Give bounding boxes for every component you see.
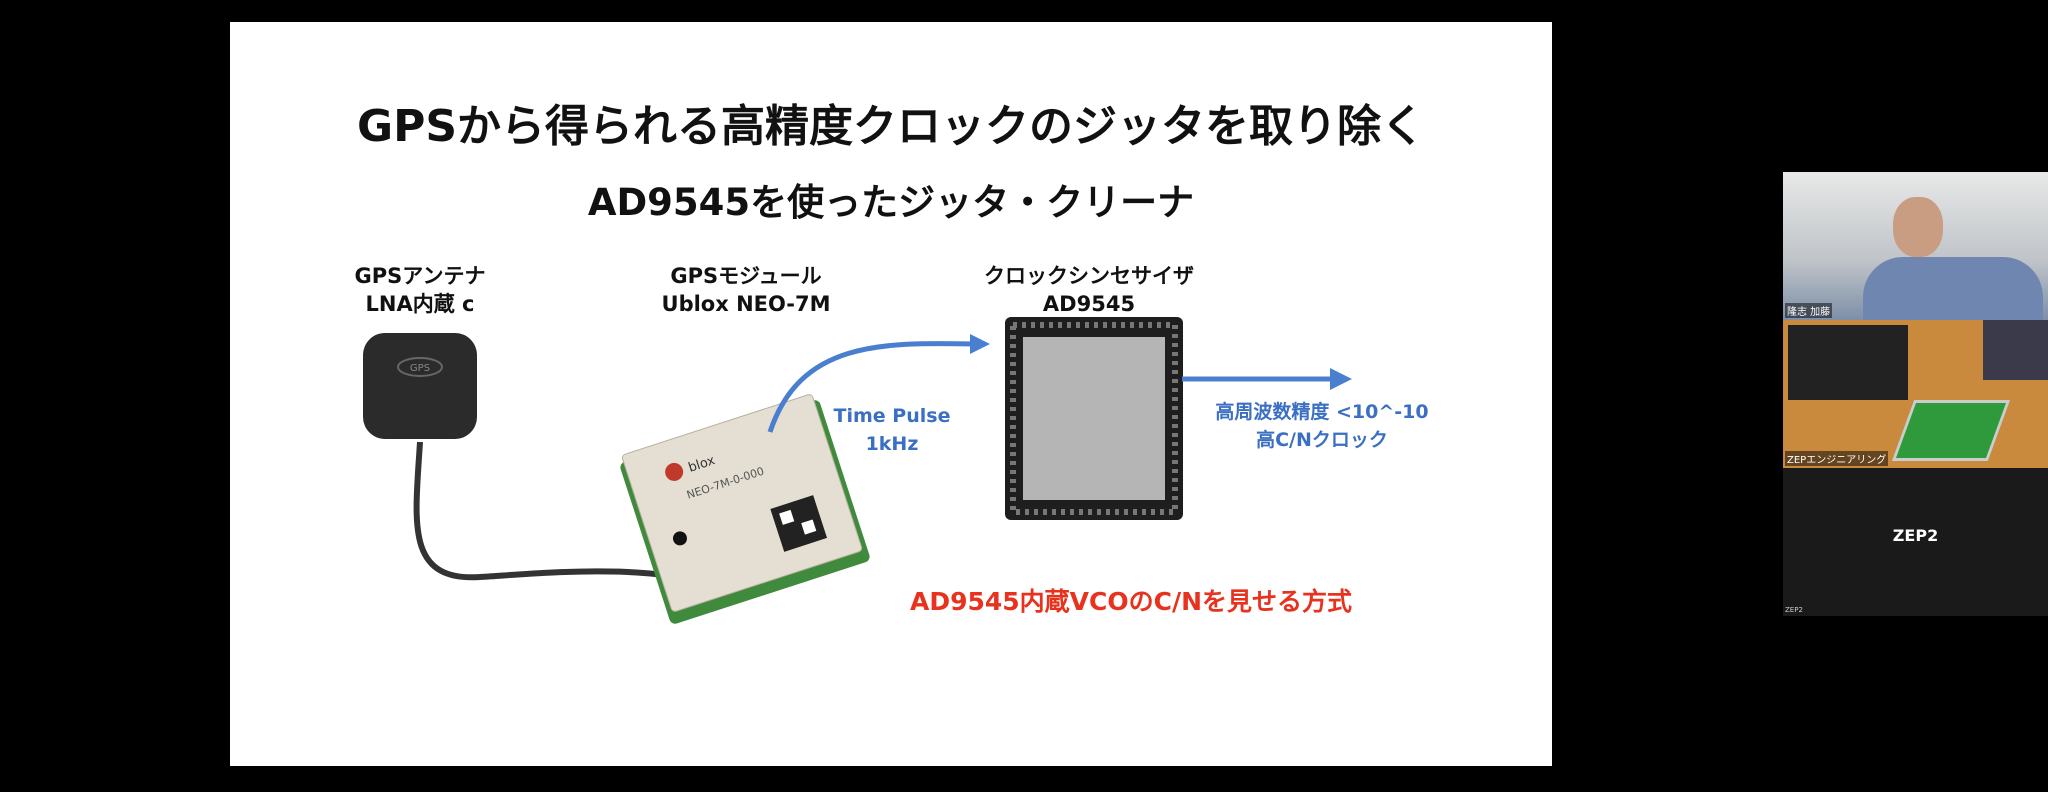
instrument [1788, 325, 1908, 400]
participant-panel: 隆志 加藤 ZEPエンジニアリング ZEP2 ZEP2 [1783, 172, 2048, 616]
time-pulse-arrow [767, 341, 976, 433]
laptop [1983, 320, 2048, 380]
person-face [1893, 197, 1943, 257]
gps-module-image: blox NEO-7M-0-000 [620, 394, 870, 624]
participant-video-kato[interactable]: 隆志 加藤 [1783, 172, 2048, 320]
time-pulse-label: Time Pulse 1kHz [834, 402, 951, 458]
gps-antenna-image: GPS [363, 333, 477, 439]
output-label: 高周波数精度 <10^-10 高C/Nクロック [1215, 398, 1428, 454]
participant-tile-zep2[interactable]: ZEP2 ZEP2 [1783, 468, 2048, 616]
antenna-label: GPSアンテナ LNA内蔵 c [355, 262, 486, 318]
antenna-logo: GPS [410, 363, 430, 374]
module-label: GPSモジュール Ublox NEO-7M [662, 262, 831, 318]
participant-display-name: ZEP2 [1892, 526, 1939, 545]
module-label-line2: Ublox NEO-7M [661, 292, 831, 316]
synth-label-line1: クロックシンセサイザ [984, 264, 1194, 288]
time-pulse-line2: 1kHz [865, 433, 919, 455]
participant-name: ZEPエンジニアリング [1785, 451, 1889, 466]
person-shirt [1863, 257, 2043, 320]
output-line1: 高周波数精度 <10^-10 [1215, 401, 1429, 423]
synth-label-line2: AD9545 [1042, 292, 1136, 316]
participant-video-zep[interactable]: ZEPエンジニアリング [1783, 320, 2048, 468]
slide-subtitle: AD9545を使ったジッタ・クリーナ [587, 181, 1195, 224]
antenna-label-line1: GPSアンテナ [354, 264, 486, 288]
antenna-label-line2: LNA内蔵 c [365, 292, 475, 316]
slide-title: GPSから得られる高精度クロックのジッタを取り除く [356, 101, 1426, 152]
participant-name: ZEP2 [1785, 606, 1803, 614]
circuit-board [1891, 400, 2011, 461]
diagram-graphics: GPS blox NEO-7M-0-000 [363, 317, 1352, 624]
ad9545-chip-image [1005, 317, 1183, 520]
output-line2: 高C/Nクロック [1256, 429, 1388, 451]
participant-name: 隆志 加藤 [1785, 303, 1833, 318]
module-label-line1: GPSモジュール [670, 264, 822, 288]
presentation-slide: GPSから得られる高精度クロックのジッタを取り除く AD9545を使ったジッタ・… [230, 22, 1552, 766]
synth-label: クロックシンセサイザ AD9545 [984, 262, 1194, 318]
method-note: AD9545内蔵VCOのC/Nを見せる方式 [909, 587, 1353, 616]
time-pulse-line1: Time Pulse [833, 405, 951, 427]
